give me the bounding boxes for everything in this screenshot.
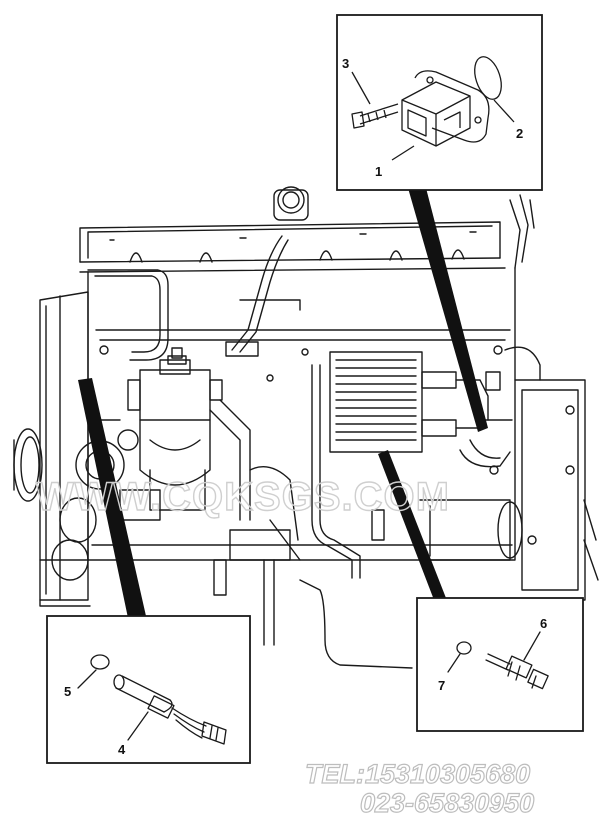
filler-cap bbox=[273, 186, 309, 221]
front-gear-housing bbox=[39, 291, 89, 601]
callout-7: 7 bbox=[438, 678, 445, 693]
starter-motor bbox=[371, 499, 523, 561]
callout-3: 3 bbox=[342, 56, 349, 71]
detail-box-top: 3 2 1 bbox=[336, 14, 543, 191]
callout-2: 2 bbox=[516, 126, 523, 141]
leader-wedges bbox=[78, 188, 488, 618]
fuel-lines bbox=[87, 235, 361, 579]
valve-cover bbox=[79, 221, 506, 273]
ecm-module bbox=[329, 351, 489, 453]
phone-watermark-tel: TEL:15310305680 bbox=[305, 759, 530, 789]
phone-watermark-landline: 023-65830950 bbox=[360, 788, 534, 818]
right-side-housing bbox=[459, 194, 599, 601]
website-watermark: WWW.CQKSGS.COM bbox=[36, 475, 450, 519]
fuel-pump bbox=[119, 347, 223, 521]
lower-lines bbox=[39, 529, 413, 669]
detail-box-bottom-left: 5 4 bbox=[46, 615, 251, 764]
callout-5: 5 bbox=[64, 684, 71, 699]
callout-1: 1 bbox=[375, 164, 382, 179]
detail-box-bottom-right: 7 6 bbox=[416, 597, 584, 732]
callout-4: 4 bbox=[118, 742, 126, 757]
callout-6: 6 bbox=[540, 616, 547, 631]
